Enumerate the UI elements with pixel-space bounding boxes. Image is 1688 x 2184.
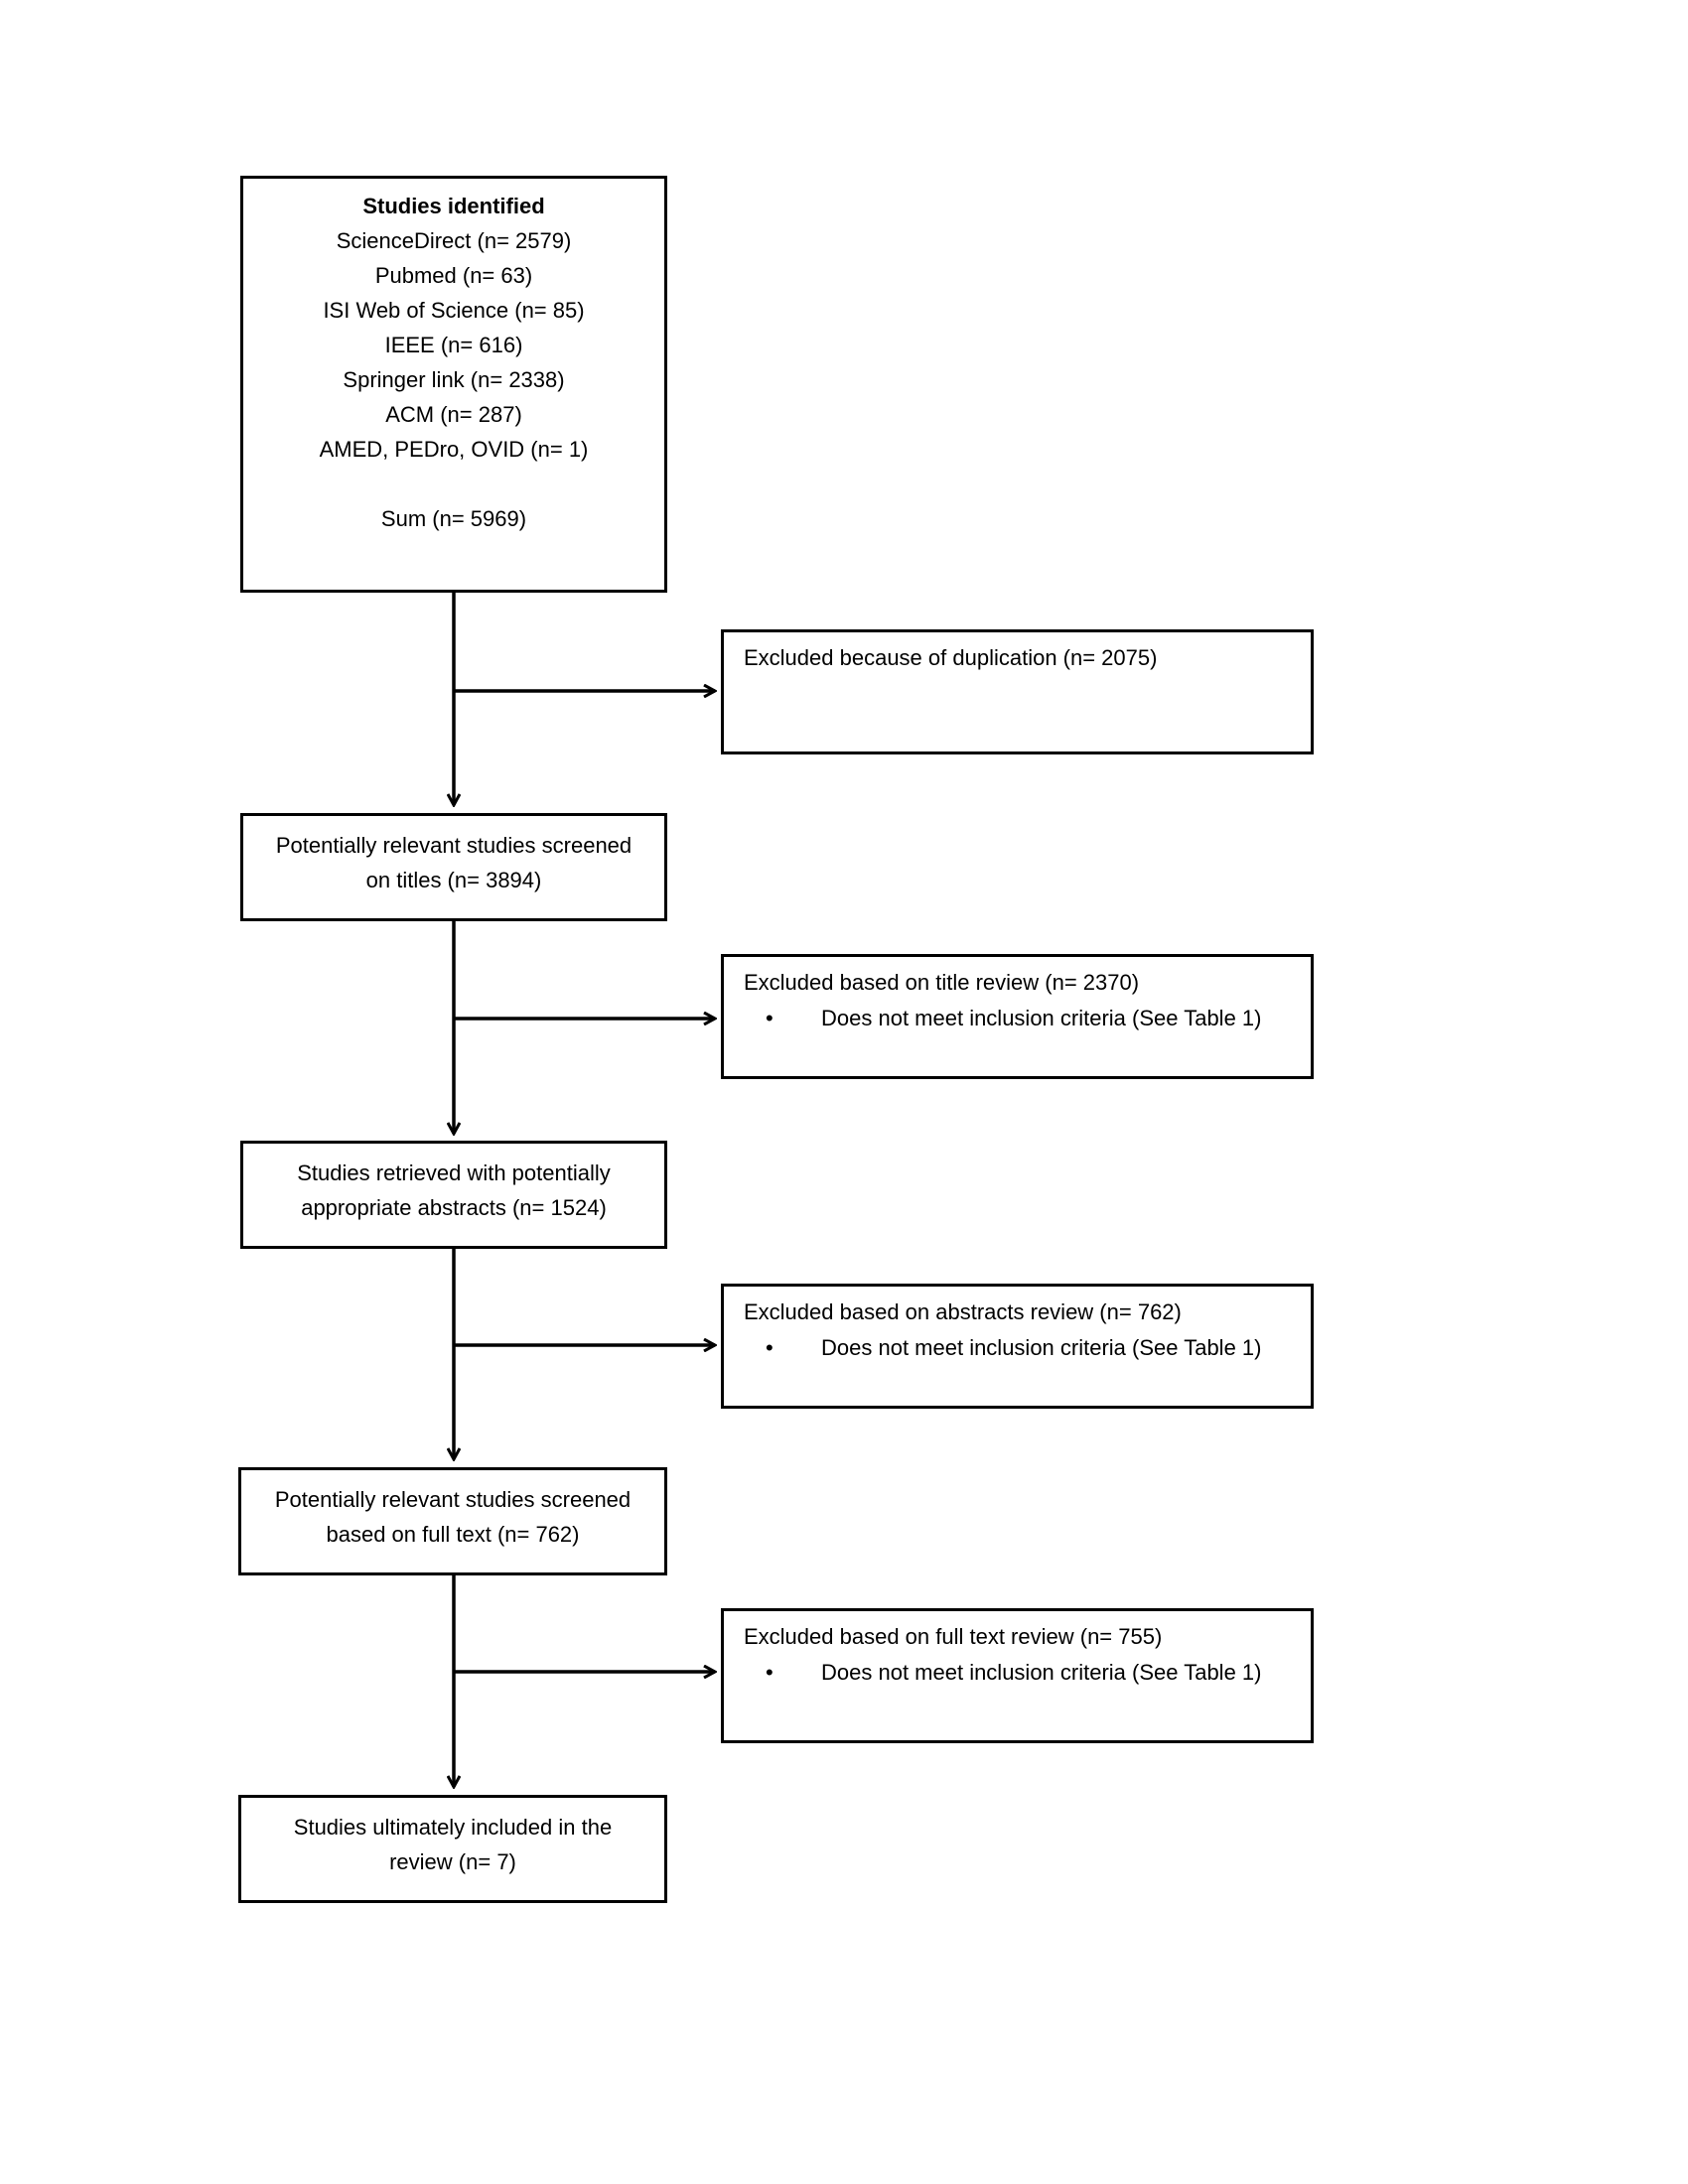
retrieved-abstracts-line-1: Studies retrieved with potentially xyxy=(297,1160,611,1185)
screened-full-text-box: Potentially relevant studies screened ba… xyxy=(238,1467,667,1575)
screened-titles-line-1: Potentially relevant studies screened xyxy=(275,833,633,858)
screened-titles-line-2: on titles (n= 3894) xyxy=(365,868,542,892)
bullet-dot: • xyxy=(766,1660,774,1685)
screened-titles-box: Potentially relevant studies screened on… xyxy=(240,813,667,921)
sum-total: Sum (n= 5969) xyxy=(380,506,527,531)
source-ieee: IEEE (n= 616) xyxy=(384,333,523,357)
excluded-title-review-bullet-row: • Does not meet inclusion criteria (See … xyxy=(744,1001,1311,1036)
excluded-full-text-review-bullet-row: • Does not meet inclusion criteria (See … xyxy=(744,1655,1311,1691)
source-pubmed: Pubmed (n= 63) xyxy=(374,263,533,288)
screened-full-text-line-2: based on full text (n= 762) xyxy=(326,1522,580,1547)
excluded-title-review-box: Excluded based on title review (n= 2370)… xyxy=(721,954,1314,1079)
source-springer-link: Springer link (n= 2338) xyxy=(343,367,565,392)
excluded-full-text-review-box: Excluded based on full text review (n= 7… xyxy=(721,1608,1314,1743)
retrieved-abstracts-line-2: appropriate abstracts (n= 1524) xyxy=(301,1195,607,1220)
studies-identified-title: Studies identified xyxy=(362,194,545,218)
source-isi-web-of-science: ISI Web of Science (n= 85) xyxy=(323,298,585,323)
excluded-title-review-title: Excluded based on title review (n= 2370) xyxy=(744,970,1140,995)
retrieved-abstracts-box: Studies retrieved with potentially appro… xyxy=(240,1141,667,1249)
source-sciencedirect: ScienceDirect (n= 2579) xyxy=(336,228,572,253)
bullet-dot: • xyxy=(766,1006,774,1030)
included-line-2: review (n= 7) xyxy=(389,1849,516,1874)
spacer xyxy=(243,467,664,501)
included-box: Studies ultimately included in the revie… xyxy=(238,1795,667,1903)
source-amed-pedro-ovid: AMED, PEDro, OVID (n= 1) xyxy=(319,437,589,462)
excluded-duplication-box: Excluded because of duplication (n= 2075… xyxy=(721,629,1314,754)
excluded-abstract-review-box: Excluded based on abstracts review (n= 7… xyxy=(721,1284,1314,1409)
excluded-abstract-review-bullet: Does not meet inclusion criteria (See Ta… xyxy=(821,1335,1262,1360)
included-line-1: Studies ultimately included in the xyxy=(293,1815,613,1840)
excluded-abstract-review-title: Excluded based on abstracts review (n= 7… xyxy=(744,1299,1182,1324)
studies-identified-box: Studies identified ScienceDirect (n= 257… xyxy=(240,176,667,593)
bullet-dot: • xyxy=(766,1335,774,1360)
source-acm: ACM (n= 287) xyxy=(385,402,522,427)
excluded-full-text-review-bullet: Does not meet inclusion criteria (See Ta… xyxy=(821,1660,1262,1685)
excluded-abstract-review-bullet-row: • Does not meet inclusion criteria (See … xyxy=(744,1330,1311,1366)
excluded-duplication-title: Excluded because of duplication (n= 2075… xyxy=(744,645,1158,670)
excluded-full-text-review-title: Excluded based on full text review (n= 7… xyxy=(744,1624,1163,1649)
excluded-title-review-bullet: Does not meet inclusion criteria (See Ta… xyxy=(821,1006,1262,1030)
screened-full-text-line-1: Potentially relevant studies screened xyxy=(274,1487,632,1512)
